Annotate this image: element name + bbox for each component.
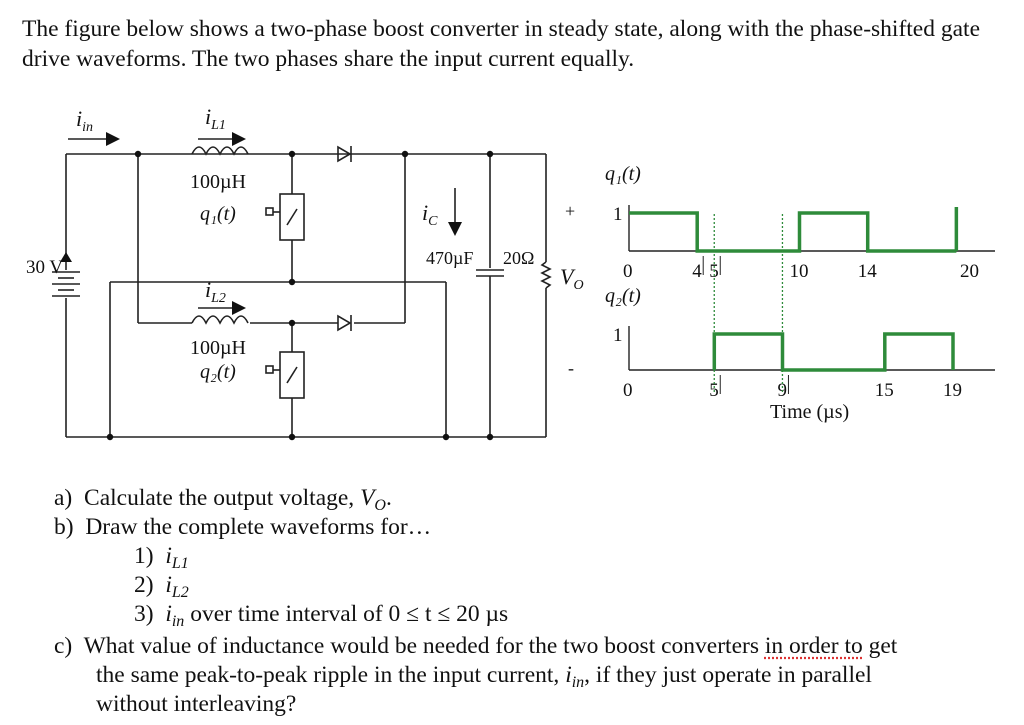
question-b3: 3) iin over time interval of 0 ≤ t ≤ 20 …: [134, 601, 509, 630]
i-l1-label: iL1: [205, 104, 226, 133]
q2-waveform-chart: q₂(t)10591519Time (µs): [605, 214, 995, 423]
question-b: b) Draw the complete waveforms for…: [54, 514, 432, 540]
switch-q2: [279, 351, 305, 399]
vo-label: VO: [560, 264, 584, 293]
waveform-title: q₂(t): [605, 285, 641, 307]
circuit-and-waveform-figure: iin iL1 iL2 30 V 100µH 100µH q₁(t) q₂(t)…: [26, 104, 995, 441]
x-tick-label: 20: [960, 261, 979, 282]
diode-d2: [337, 314, 352, 332]
y-tick-label: 1: [613, 204, 623, 225]
i-in-label: iin: [76, 106, 93, 135]
plus-sign: +: [565, 201, 575, 221]
question-c: c) What value of inductance would be nee…: [54, 633, 898, 659]
circuit-nodes: [106, 150, 494, 441]
i-l2-label: iL2: [205, 277, 226, 306]
q1-gate-label: q₁(t): [200, 203, 236, 225]
y-tick-label: 1: [613, 325, 623, 346]
question-a: a) Calculate the output voltage, VO.: [54, 485, 392, 514]
capacitor-value: 470µF: [426, 248, 473, 268]
waveform-title: q₁(t): [605, 163, 641, 185]
dc-source-battery: [52, 271, 80, 297]
question-c-line2: the same peak-to-peak ripple in the inpu…: [96, 662, 872, 691]
l2-value: 100µH: [190, 337, 246, 359]
circuit-diagram: [52, 138, 552, 438]
inductor-l2: [191, 315, 249, 325]
x-tick-label: 4: [692, 261, 702, 282]
waveform-series: [712, 332, 955, 372]
x-tick-label: 10: [790, 261, 809, 282]
waveform-series: [629, 211, 957, 253]
resistor: [540, 261, 552, 289]
l1-value: 100µH: [190, 171, 246, 193]
x-tick-label: 14: [858, 261, 878, 282]
inductor-l1: [191, 146, 249, 156]
q2-gate-label: q₂(t): [200, 361, 236, 383]
question-b1: 1) iL1: [134, 543, 189, 572]
circuit-arrowheads: [60, 132, 462, 315]
x-tick-label: 0: [623, 380, 633, 401]
q1-waveform-chart: q₁(t)1045101420: [605, 163, 995, 282]
source-voltage-label: 30 V: [26, 257, 63, 278]
ic-label: iC: [422, 200, 438, 229]
diode-d1: [337, 145, 352, 163]
resistor-value: 20Ω: [503, 248, 534, 268]
question-b2: 2) iL2: [134, 572, 189, 601]
problem-intro: The figure below shows a two-phase boost…: [22, 16, 981, 72]
x-tick-label: 0: [623, 261, 633, 282]
switch-q1: [279, 193, 305, 241]
x-axis-label: Time (µs): [770, 401, 849, 423]
minus-sign: -: [568, 358, 574, 378]
x-tick-label: 15: [875, 380, 894, 401]
question-c-line3: without interleaving?: [96, 691, 297, 717]
x-tick-label: 19: [943, 380, 962, 401]
